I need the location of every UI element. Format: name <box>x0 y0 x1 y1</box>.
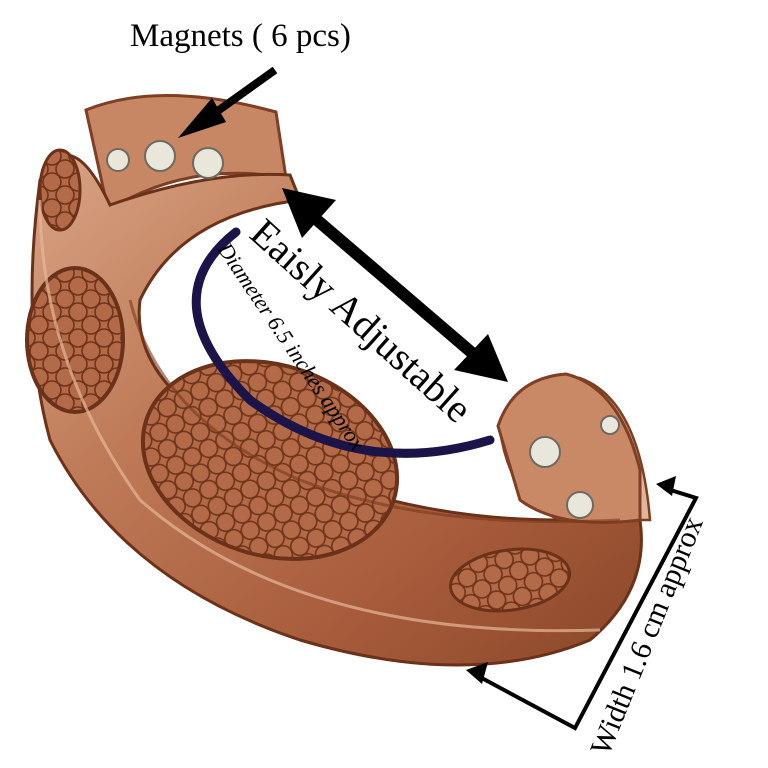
flower-medallions <box>25 148 572 613</box>
diameter-arc <box>191 227 495 458</box>
magnets <box>106 140 620 519</box>
magnets-label: Magnets ( 6 pcs) <box>130 18 351 54</box>
bracelet-end-right <box>496 372 642 524</box>
adjust-arrow <box>282 188 508 382</box>
bracelet-end-left <box>84 94 288 213</box>
width-bracket <box>466 476 699 731</box>
magnets-arrow <box>178 66 278 138</box>
bracelet-band <box>30 153 643 667</box>
